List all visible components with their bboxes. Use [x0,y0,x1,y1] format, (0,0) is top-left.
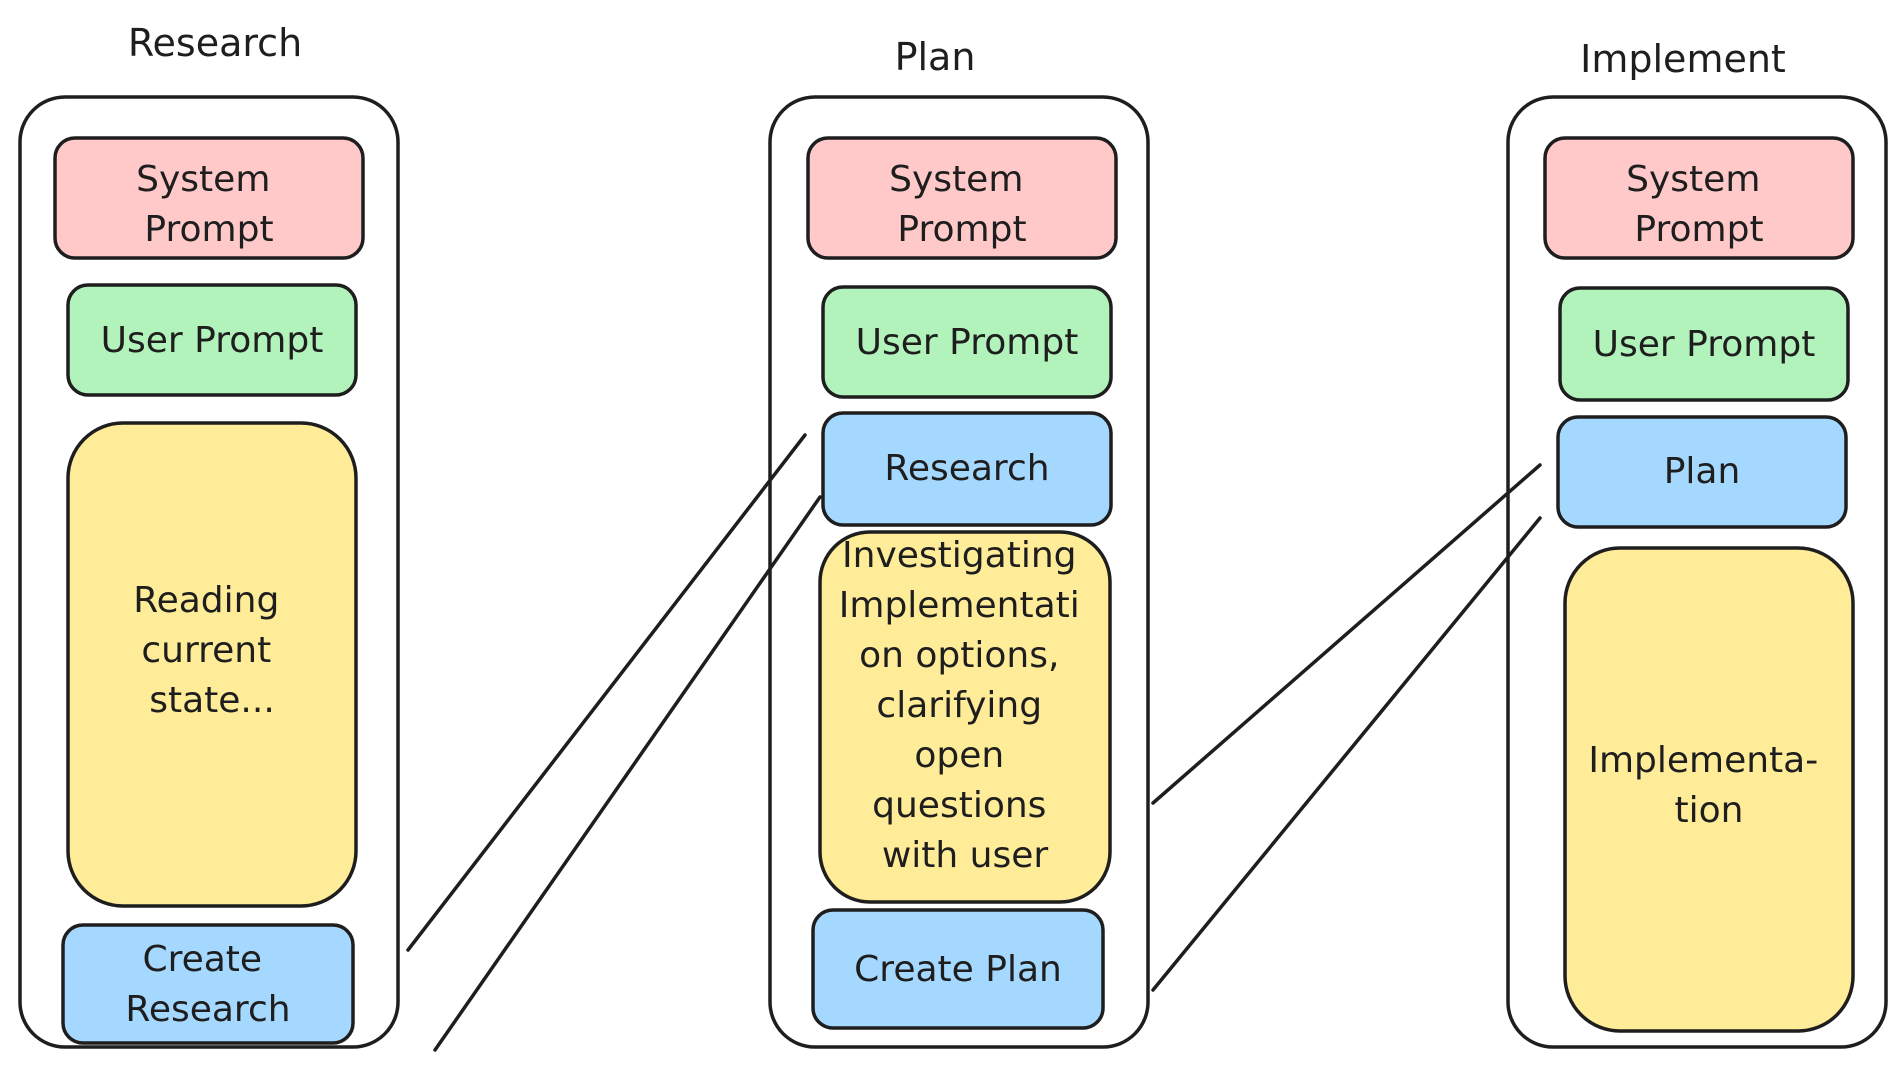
user-prompt-block [66,283,358,397]
implementation-label: Implementa- tion [1588,740,1829,831]
system-prompt-block [806,136,1118,260]
system-prompt-block [53,136,365,260]
plan-label: Plan [1664,451,1741,492]
user-prompt-block [821,285,1113,399]
column-title-plan: Plan [895,35,976,79]
user-prompt-label: User Prompt [1593,324,1816,365]
system-prompt-block [1543,136,1855,260]
system-prompt-label: System Prompt [889,159,1035,250]
plan-block [1556,415,1848,529]
create-plan-block [811,908,1105,1030]
connector-line [1151,463,1542,805]
reading-current-state-block [66,421,358,908]
user-prompt-block [1558,286,1850,402]
research-block [821,411,1113,527]
research-label: Research [884,448,1049,489]
create-plan-label: Create Plan [854,949,1062,990]
column-title-research: Research [128,21,302,65]
investigating-options-label: Investigating Implementati on options, c… [839,535,1091,876]
user-prompt-label: User Prompt [856,322,1079,363]
investigating-options-block [818,530,1112,904]
implementation-block [1563,546,1855,1033]
reading-current-state-label: Reading current state... [133,580,291,721]
column-title-implement: Implement [1580,37,1786,81]
create-research-block [61,923,355,1045]
create-research-label: Create Research [125,939,290,1030]
connector-line [406,433,807,952]
connector-line [1151,516,1542,992]
user-prompt-label: User Prompt [101,320,324,361]
connector-line [433,495,822,1052]
system-prompt-label: System Prompt [136,159,282,250]
system-prompt-label: System Prompt [1626,159,1772,250]
